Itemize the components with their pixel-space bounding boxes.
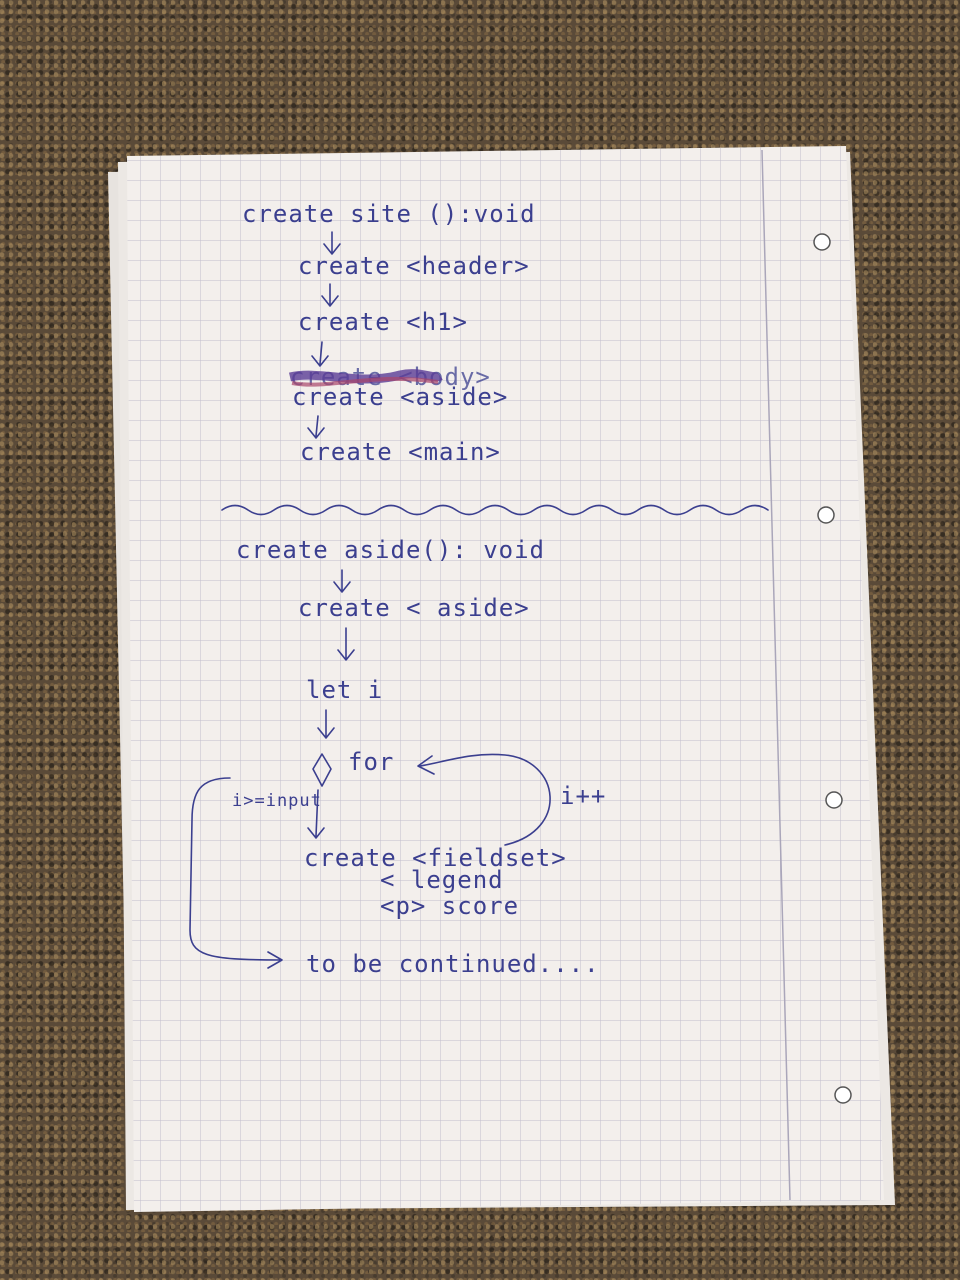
arrow-down-icon [337,627,355,661]
flow-title-create-aside: create aside(): void [236,536,545,564]
loop-body-score: <p> score [380,892,519,920]
flow-step-create-aside-tag: create < aside> [298,594,530,622]
flow-step-let-i: let i [306,676,383,704]
decision-diamond-icon [312,753,332,787]
margin-line [761,149,791,1201]
flow-title-create-site: create site ():void [242,200,536,228]
loop-exit-arrow [189,777,283,969]
flow-step-header: create <header> [298,252,530,280]
flow-step-h1: create <h1> [298,308,468,336]
loop-exit-condition: i>=input [232,791,322,811]
loop-body-legend: < legend [380,866,504,894]
punch-hole [817,506,835,524]
grid-pattern [127,146,884,1212]
arrow-down-icon [321,283,339,307]
punch-hole [825,791,843,809]
wavy-divider [221,504,769,516]
arrow-down-icon [323,231,341,255]
punch-hole [813,233,831,251]
scribble-strikeout [291,376,439,387]
loop-keyword-for: for [348,748,394,776]
arrow-down-icon [311,341,329,367]
arrow-down-icon [317,709,335,739]
flow-step-aside: create <aside> [292,383,508,411]
loop-increment: i++ [560,782,606,810]
scribble-strikeout [288,369,443,384]
arrow-down-icon [307,415,325,439]
punch-hole [834,1086,852,1104]
arrow-down-icon [307,789,325,839]
punch-holes [813,233,852,1104]
arrow-down-icon [333,569,351,593]
loop-back-arrow [417,753,551,846]
loop-body-fieldset: create <fieldset> [304,844,567,872]
flow-step-main: create <main> [300,438,501,466]
continuation-note: to be continued.... [306,950,600,978]
